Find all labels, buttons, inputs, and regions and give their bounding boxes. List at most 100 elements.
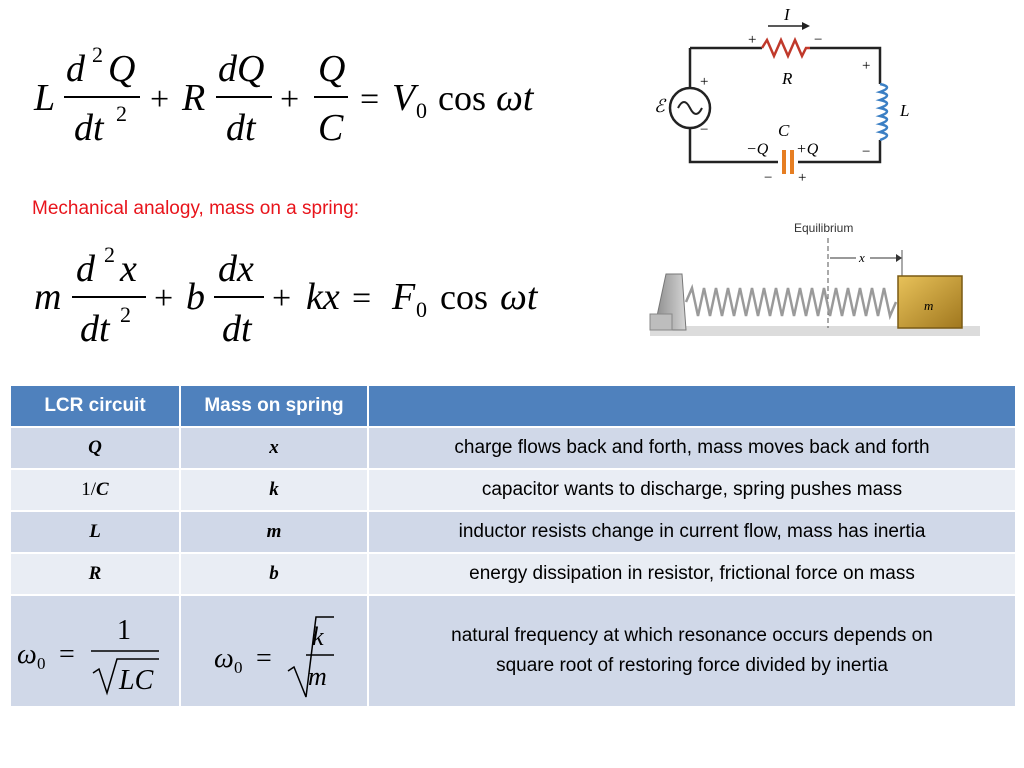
spring-symbol: b — [269, 563, 279, 584]
resistor-symbol — [760, 36, 810, 60]
row-description: capacitor wants to discharge, spring pus… — [481, 479, 903, 500]
lcr-symbol: L — [89, 521, 101, 542]
svg-text:ωt: ωt — [500, 276, 539, 318]
row-description: inductor resists change in current flow,… — [458, 521, 926, 542]
lcr-symbol: R — [88, 563, 102, 584]
header-lcr-circuit: LCR circuit — [9, 384, 181, 428]
svg-text:F: F — [391, 276, 416, 318]
lcr-symbol: Q — [88, 437, 102, 458]
table-header-row: LCR circuit Mass on spring — [9, 384, 1017, 428]
current-label: I — [783, 5, 791, 24]
capacitor-label: C — [778, 121, 790, 140]
svg-text:−: − — [700, 122, 708, 138]
svg-text:cos: cos — [438, 78, 486, 118]
inductor-label: L — [899, 101, 909, 120]
svg-text:2: 2 — [92, 42, 103, 67]
svg-text:dt: dt — [80, 308, 111, 350]
svg-text:=: = — [352, 280, 371, 317]
svg-text:b: b — [186, 276, 205, 318]
svg-text:ω: ω — [214, 643, 234, 674]
table-row-natural-frequency: ω 0 = 1 LC ω 0 = k m natural frequency a… — [9, 594, 1017, 708]
svg-text:0: 0 — [416, 297, 427, 322]
spring-symbol: m — [266, 521, 282, 542]
capacitor-symbol — [782, 150, 794, 174]
svg-text:ω: ω — [17, 639, 37, 670]
table-row: R b energy dissipation in resistor, fric… — [9, 552, 1017, 596]
table-row: 1/C k capacitor wants to discharge, spri… — [9, 468, 1017, 512]
header-description — [367, 384, 1017, 428]
svg-text:+: + — [150, 81, 169, 118]
spring-equation: m d 2 x dt 2 + b dx dt + kx = F 0 cos ωt — [34, 242, 539, 350]
svg-text:+: + — [862, 58, 870, 74]
svg-text:=: = — [59, 639, 75, 670]
svg-text:d: d — [66, 48, 86, 90]
svg-text:1: 1 — [117, 615, 131, 646]
table-row: Q x charge flows back and forth, mass mo… — [9, 426, 1017, 470]
svg-text:d: d — [76, 248, 96, 290]
svg-text:dQ: dQ — [218, 48, 264, 90]
lcr-natural-frequency-formula: ω 0 = 1 LC — [17, 615, 159, 696]
svg-text:+Q: +Q — [796, 141, 819, 158]
svg-text:2: 2 — [116, 101, 127, 126]
header-mass-on-spring: Mass on spring — [179, 384, 369, 428]
spring-natural-frequency-formula: ω 0 = k m — [214, 616, 334, 698]
lcr-circuit-diagram: I + − R + L − + − ℰ C −Q +Q − + — [654, 5, 909, 186]
svg-text:=: = — [360, 81, 379, 118]
row-description: energy dissipation in resistor, friction… — [469, 563, 915, 584]
svg-text:+: + — [700, 74, 708, 90]
svg-text:−Q: −Q — [746, 141, 769, 158]
natural-frequency-description-line2: square root of restoring force divided b… — [496, 655, 888, 676]
svg-text:Q: Q — [108, 48, 135, 90]
spring-coil — [684, 283, 898, 321]
svg-text:+: + — [272, 280, 291, 317]
svg-text:+: + — [154, 280, 173, 317]
svg-text:C: C — [318, 107, 344, 149]
inductor-symbol — [875, 82, 889, 142]
resistor-label: R — [781, 69, 793, 88]
svg-text:x: x — [119, 248, 137, 290]
svg-text:+: + — [748, 32, 756, 48]
svg-text:−: − — [862, 144, 870, 160]
svg-text:−: − — [814, 32, 822, 48]
spring-symbol: x — [269, 437, 279, 458]
svg-text:+: + — [798, 170, 806, 186]
svg-text:−: − — [764, 170, 772, 186]
svg-text:dt: dt — [74, 107, 105, 149]
svg-text:LC: LC — [118, 665, 154, 696]
svg-text:2: 2 — [104, 242, 115, 267]
equilibrium-label: Equilibrium — [794, 221, 853, 235]
svg-text:cos: cos — [440, 277, 488, 317]
ac-source-symbol — [668, 86, 712, 130]
comparison-table: LCR circuit Mass on spring Q x charge fl… — [9, 384, 1017, 708]
spring-symbol: k — [269, 479, 279, 500]
svg-text:m: m — [34, 276, 61, 318]
mass-label: m — [924, 298, 933, 313]
table-row: L m inductor resists change in current f… — [9, 510, 1017, 554]
svg-text:kx: kx — [306, 276, 340, 318]
spring-mass-illustration: Equilibrium x m — [649, 221, 980, 336]
svg-text:0: 0 — [37, 654, 46, 673]
natural-frequency-description-line1: natural frequency at which resonance occ… — [451, 625, 933, 646]
lcr-equation: L d 2 Q dt 2 + R dQ dt + Q C = V 0 cos ω… — [33, 42, 535, 149]
svg-text:=: = — [256, 643, 272, 674]
svg-text:m: m — [308, 662, 327, 691]
svg-text:ωt: ωt — [496, 77, 535, 119]
svg-text:R: R — [181, 77, 205, 119]
lcr-symbol: C — [96, 479, 109, 500]
svg-text:+: + — [280, 81, 299, 118]
row-description: charge flows back and forth, mass moves … — [454, 437, 930, 458]
svg-text:dt: dt — [226, 107, 257, 149]
svg-text:0: 0 — [416, 98, 427, 123]
svg-text:L: L — [33, 77, 55, 119]
lcr-symbol-prefix: 1/ — [81, 479, 97, 500]
svg-text:2: 2 — [120, 302, 131, 327]
svg-text:dt: dt — [222, 308, 253, 350]
svg-text:dx: dx — [218, 248, 254, 290]
mass-block — [897, 275, 963, 329]
svg-text:0: 0 — [234, 658, 243, 677]
svg-text:k: k — [312, 622, 324, 651]
emf-label: ℰ — [654, 96, 667, 116]
svg-text:Q: Q — [318, 48, 345, 90]
svg-text:V: V — [392, 77, 419, 119]
displacement-label: x — [858, 250, 865, 265]
